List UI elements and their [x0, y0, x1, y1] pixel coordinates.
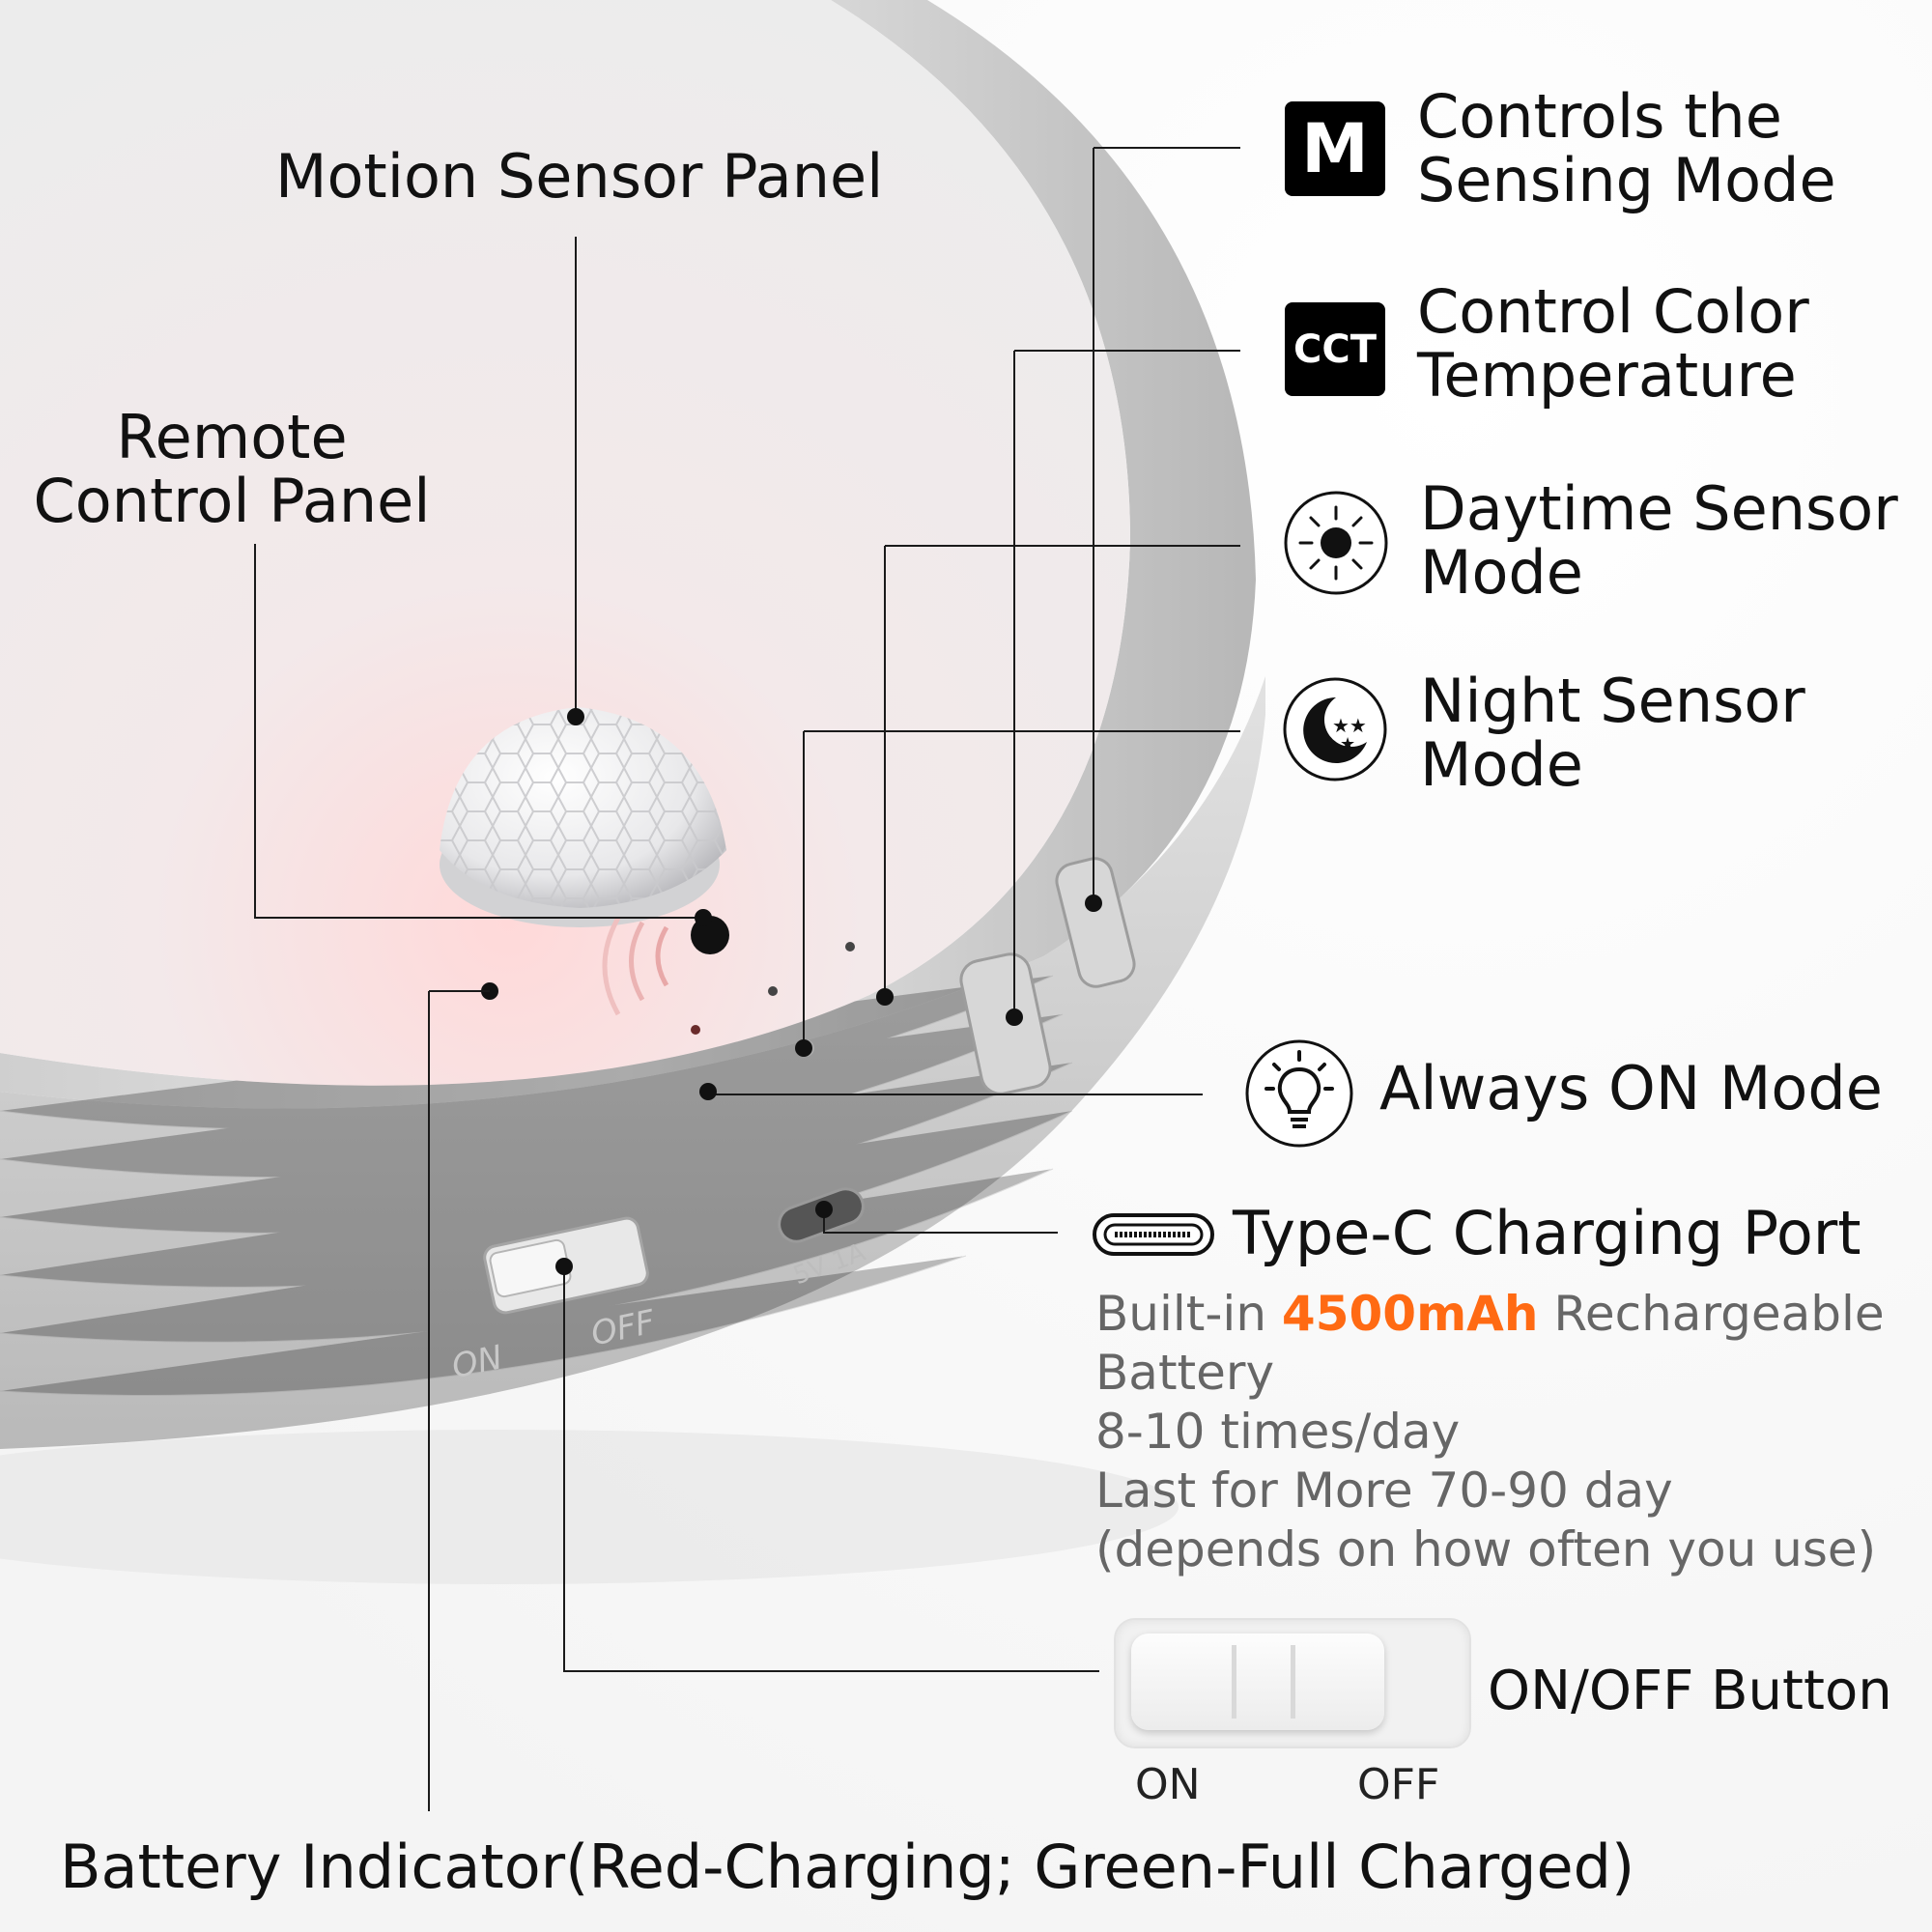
battery-spec-pre: Built-in: [1095, 1286, 1282, 1342]
switch-off-label: OFF: [1357, 1760, 1440, 1809]
daytime-label: Daytime Sensor Mode: [1420, 477, 1898, 605]
battery-spec-line3: 8-10 times/day: [1095, 1404, 1461, 1460]
onoff-label: ON/OFF Button: [1488, 1660, 1892, 1722]
moon-icon: ★★ ★: [1283, 677, 1387, 781]
switch-on-label: ON: [1135, 1760, 1201, 1809]
sun-icon: [1284, 491, 1388, 595]
onoff-switch-illustration: [1114, 1618, 1471, 1748]
color-temp-line1: Control Color: [1417, 276, 1809, 347]
battery-spec-line1: Built-in 4500mAh Rechargeable: [1095, 1285, 1885, 1344]
night-label: Night Sensor Mode: [1420, 669, 1805, 797]
battery-indicator-label: Battery Indicator(Red-Charging; Green-Fu…: [60, 1832, 1635, 1902]
daytime-line2: Mode: [1420, 537, 1583, 608]
type-c-icon: [1093, 1213, 1214, 1256]
sensing-mode-line1: Controls the: [1417, 81, 1782, 152]
sensing-mode-label: Controls the Sensing Mode: [1417, 85, 1836, 213]
remote-control-label: Remote Control Panel: [29, 406, 435, 533]
sensing-mode-line2: Sensing Mode: [1417, 145, 1836, 215]
color-temp-label: Control Color Temperature: [1417, 280, 1809, 408]
battery-spec-post: Rechargeable: [1538, 1286, 1885, 1342]
switch-knob: [1131, 1634, 1384, 1730]
remote-control-label-line2: Control Panel: [33, 466, 431, 536]
bulb-icon: [1245, 1039, 1353, 1148]
night-line1: Night Sensor: [1420, 666, 1805, 736]
battery-spec: Built-in 4500mAh Rechargeable Battery 8-…: [1095, 1285, 1885, 1579]
motion-sensor-label: Motion Sensor Panel: [275, 141, 884, 212]
always-on-label: Always ON Mode: [1379, 1053, 1883, 1123]
night-line2: Mode: [1420, 729, 1583, 800]
battery-spec-line2: Battery: [1095, 1345, 1275, 1401]
cct-icon: CCT: [1285, 302, 1385, 396]
color-temp-line2: Temperature: [1417, 340, 1797, 411]
daytime-line1: Daytime Sensor: [1420, 473, 1898, 544]
svg-text:★: ★: [1340, 734, 1355, 754]
battery-capacity: 4500mAh: [1281, 1286, 1539, 1342]
svg-text:★★: ★★: [1332, 714, 1367, 737]
battery-spec-line5: (depends on how often you use): [1095, 1521, 1877, 1577]
battery-spec-line4: Last for More 70-90 day: [1095, 1463, 1673, 1519]
type-c-label: Type-C Charging Port: [1233, 1198, 1861, 1268]
remote-control-label-line1: Remote: [116, 402, 348, 472]
m-mode-icon: M: [1285, 101, 1385, 196]
